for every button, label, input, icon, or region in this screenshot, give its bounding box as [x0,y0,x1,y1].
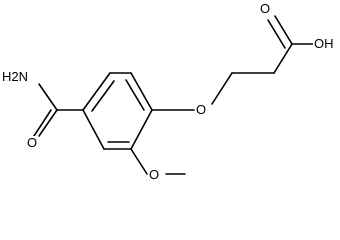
acid-hydroxyl-label: OH [313,36,335,51]
ether-oxygen-label: O [195,102,208,117]
ring-bond-c1-c2-inner [91,80,115,112]
molecule-structure [33,15,315,175]
ring-bond-c4-c5 [130,109,153,150]
chain-ch2-cooh-bond [273,43,293,74]
amide-c-n-bond [38,83,58,111]
amide-nh2-label: H2N [1,69,30,84]
acid-carbonyl-oxygen-label: O [259,1,272,16]
methoxy-oxygen-label: O [148,167,161,182]
acid-c-o-double-bond-a [274,15,293,45]
amide-c-o-bond [38,109,58,137]
ring-bond-c5-c6-inner [125,79,145,111]
amide-oxygen-label: O [26,135,39,150]
structure-canvas: H2N O O O O OH [1,1,335,182]
ring-bond-c1-c2 [82,72,111,111]
chain-o-ch2-bond [211,72,233,105]
ring-bond-c2-c3 [82,109,105,150]
methoxy-ring-o-bond [130,148,148,175]
ring-bond-c5-c6 [130,72,153,111]
acid-c-o-double-bond-b [267,19,286,49]
amide-c-o-double-bond [33,109,52,137]
